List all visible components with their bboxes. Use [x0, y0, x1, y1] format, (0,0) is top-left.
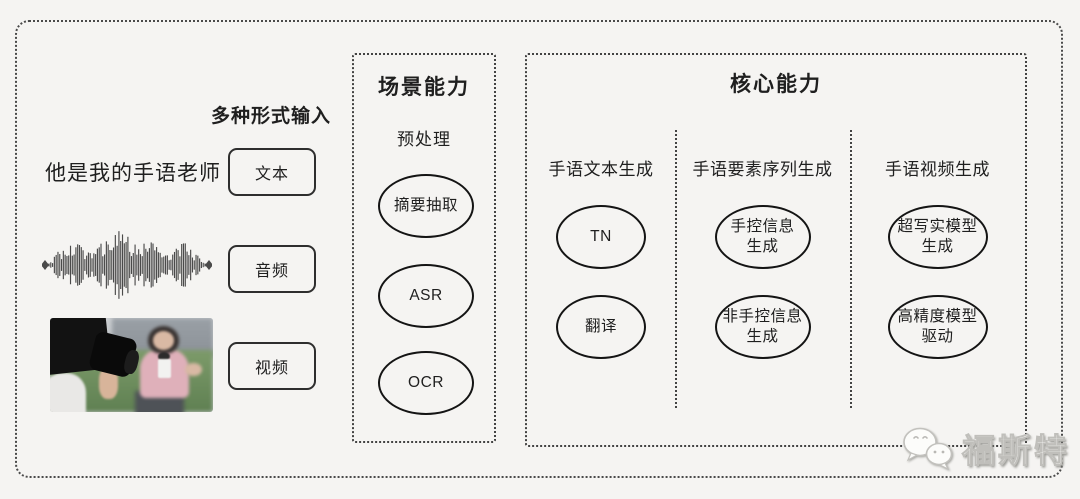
thumb-cameraman-shoulder	[50, 372, 86, 412]
watermark-text: 福斯特	[962, 432, 1070, 470]
thumb-microphone-flag	[157, 359, 171, 379]
column-sign-video-generation: 手语视频生成 超写实模型 生成 高精度模型 驱动	[850, 55, 1025, 445]
input-formats-label: 多种形式输入	[211, 106, 332, 127]
column-title: 手语要素序列生成	[692, 160, 833, 179]
column-separator	[850, 130, 852, 408]
wechat-bubbles-icon	[903, 427, 953, 471]
thumb-reporter-face	[152, 331, 174, 350]
scene-capability-panel: 场景能力 预处理 摘要抽取 ASR OCR	[352, 53, 496, 443]
node-nonmanual-info-generation: 非手控信息 生成	[714, 295, 811, 359]
node-ocr: OCR	[378, 351, 474, 415]
node-translation: 翻译	[556, 295, 646, 359]
node-manual-info-label: 手控信息 生成	[730, 217, 795, 255]
thumb-reporter-hand	[185, 363, 202, 377]
core-capability-panel: 核心能力 手语文本生成 TN 翻译 手语要素序列生成 手控信息 生成 非手控信息…	[525, 53, 1027, 447]
node-summary-extraction-label: 摘要抽取	[393, 196, 458, 214]
node-summary-extraction: 摘要抽取	[378, 174, 474, 238]
video-input-label: 视频	[254, 360, 289, 377]
video-thumbnail	[50, 318, 213, 412]
core-panel-title: 核心能力	[730, 73, 822, 96]
column-separator	[675, 130, 677, 408]
node-high-precision-model-driving: 高精度模型 驱动	[887, 295, 988, 359]
node-high-precision-model-label: 高精度模型 驱动	[897, 307, 978, 345]
node-hyperrealistic-model-generation: 超写实模型 生成	[887, 205, 988, 269]
column-sign-element-sequence-generation: 手语要素序列生成 手控信息 生成 非手控信息 生成	[675, 55, 850, 445]
column-title: 手语视频生成	[885, 160, 990, 179]
node-hyperrealistic-model-label: 超写实模型 生成	[897, 217, 978, 255]
text-input-label: 文本	[254, 166, 289, 183]
node-nonmanual-info-label: 非手控信息 生成	[722, 307, 803, 345]
sample-sentence-text: 他是我的手语老师	[45, 162, 221, 185]
node-tn-label: TN	[590, 227, 612, 245]
column-title: 手语文本生成	[548, 160, 654, 179]
audio-input-label: 音频	[254, 263, 289, 280]
node-ocr-label: OCR	[408, 373, 444, 391]
thumb-microphone-head	[158, 351, 170, 362]
node-manual-info-generation: 手控信息 生成	[714, 205, 811, 269]
node-tn: TN	[556, 205, 646, 269]
node-asr: ASR	[378, 264, 474, 328]
video-input-box: 视频	[228, 342, 316, 390]
scene-panel-title: 场景能力	[378, 76, 470, 99]
audio-waveform-icon	[42, 231, 212, 299]
preprocess-label: 预处理	[397, 130, 451, 149]
watermark: 福斯特	[901, 424, 1070, 472]
node-translation-label: 翻译	[584, 317, 617, 335]
diagram-outer-frame	[15, 20, 1063, 478]
node-asr-label: ASR	[409, 286, 443, 304]
column-sign-text-generation: 手语文本生成 TN 翻译	[527, 55, 675, 445]
audio-input-box: 音频	[228, 245, 316, 293]
text-input-box: 文本	[228, 148, 316, 196]
